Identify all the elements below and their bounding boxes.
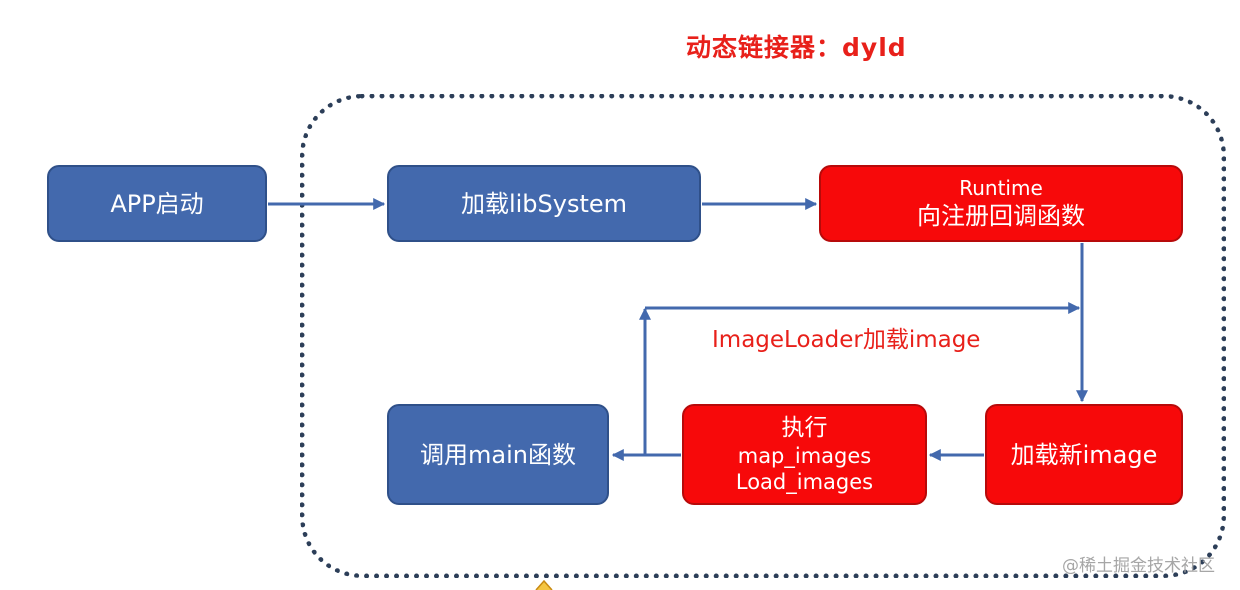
diagram-title: 动态链接器：dyld (686, 33, 907, 62)
node-load-new-image: 加载新image (985, 404, 1183, 505)
dyld-boundary (300, 94, 1226, 578)
partial-icon (535, 580, 553, 590)
watermark: @稀土掘金技术社区 (1062, 556, 1215, 576)
node-runtime-register-callbacks: Runtime 向注册回调函数 (819, 165, 1183, 242)
loop-label: ImageLoader加载image (712, 327, 981, 353)
node-execute: 执行 map_images Load_images (682, 404, 927, 505)
node-call-main: 调用main函数 (387, 404, 609, 505)
node-call-main-label: 调用main函数 (420, 440, 576, 469)
node-execute-label-line2: map_images (737, 443, 872, 468)
node-runtime-label-line2: 向注册回调函数 (917, 202, 1085, 230)
node-load-libsystem: 加载libSystem (387, 165, 701, 242)
node-load-libsystem-label: 加载libSystem (460, 189, 628, 218)
node-app-start-label: APP启动 (110, 189, 204, 218)
node-load-new-image-label: 加载新image (1010, 440, 1158, 469)
node-execute-label-line1: 执行 (781, 414, 828, 441)
node-app-start: APP启动 (47, 165, 267, 242)
node-execute-label-line3: Load_images (735, 469, 874, 494)
node-runtime-label-line1: Runtime (959, 176, 1043, 200)
